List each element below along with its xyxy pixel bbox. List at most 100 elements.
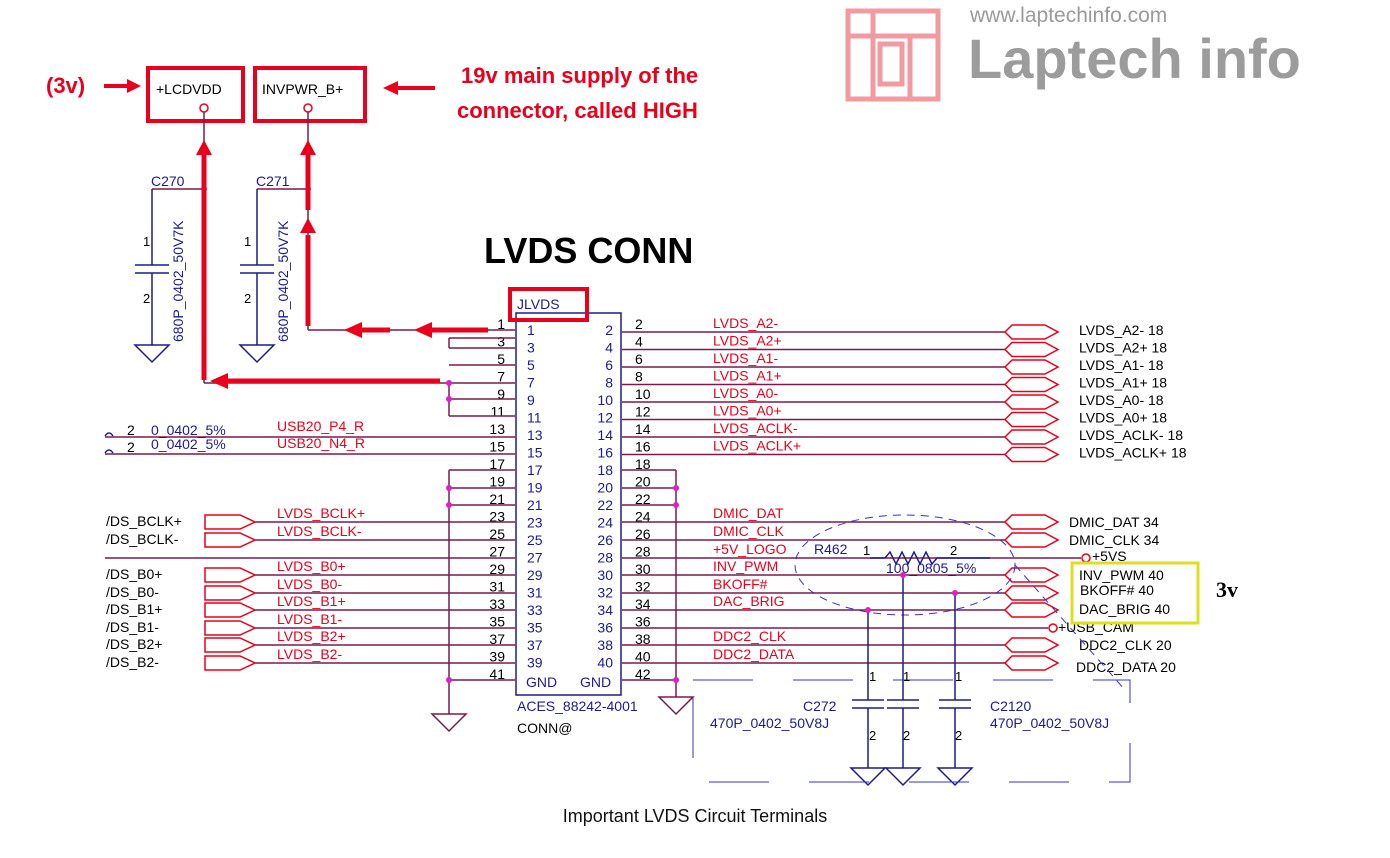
offpage-lvds_a1-: LVDS_A1- 18	[1079, 357, 1164, 373]
net-lvds_b1-: LVDS_B1-	[277, 611, 342, 627]
offpage-lvds_a2+: LVDS_A2+ 18	[1079, 340, 1167, 356]
net-lvds_bclk-: LVDS_BCLK-	[277, 523, 362, 539]
pin-inner-left-1: 1	[527, 322, 535, 338]
pin-inner-left-39: 39	[527, 655, 543, 671]
pin-inner-left-37: 37	[527, 637, 543, 653]
offpage-flag-icon	[1003, 359, 1060, 375]
usb-p4-net: USB20_P4_R	[277, 418, 364, 434]
net-bkoff: BKOFF#	[713, 576, 768, 592]
pin-outer-right-30: 30	[635, 561, 651, 577]
r462-ref: R462	[814, 541, 848, 557]
pin-inner-left-11: 11	[527, 410, 542, 426]
schematic-title: LVDS CONN	[484, 230, 693, 271]
net-lvds_b1+: LVDS_B1+	[277, 593, 346, 609]
p5vs-label: +5VS	[1092, 548, 1127, 564]
net-lvds_b0-: LVDS_B0-	[277, 576, 342, 592]
usb-p4-trace	[104, 432, 515, 438]
pin-outer-left-5: 5	[497, 351, 505, 367]
offpage-lvds_a0-: LVDS_A0- 18	[1079, 392, 1164, 408]
pin-outer-left-35: 35	[489, 614, 505, 630]
net-lvds_a1-: LVDS_A1-	[713, 350, 778, 366]
pin-outer-right-38: 38	[635, 631, 651, 647]
net-dmic-dat: DMIC_DAT	[713, 505, 784, 521]
pin-inner-right-2: 2	[605, 322, 613, 338]
invpwr-label: INVPWR_B+	[262, 81, 343, 97]
pin-outer-right-36: 36	[635, 614, 651, 630]
pin-outer-left-13: 13	[489, 421, 505, 437]
offpage-lvds_aclk+: LVDS_ACLK+ 18	[1079, 445, 1187, 461]
offpage-lvds_a0+: LVDS_A0+ 18	[1079, 410, 1167, 426]
pin-outer-left-21: 21	[489, 491, 505, 507]
pin-inner-right-4: 4	[605, 340, 613, 356]
connector-part: ACES_88242-4001	[517, 698, 638, 714]
pin-inner-right-16: 16	[597, 445, 613, 461]
offpage-lvds_a1+: LVDS_A1+ 18	[1079, 375, 1167, 391]
pin-outer-right-20: 20	[635, 474, 651, 490]
pin-inner-left-23: 23	[527, 515, 543, 531]
offpage-left-4: /DS_B1+	[106, 601, 162, 617]
net-dac-brig: DAC_BRIG	[713, 593, 785, 609]
figure-caption: Important LVDS Circuit Terminals	[562, 806, 828, 826]
offpage-bkoff: BKOFF# 40	[1080, 582, 1154, 598]
net-ddc2-data: DDC2_DATA	[713, 646, 795, 662]
offpage-flag-icon	[204, 585, 257, 601]
pin-outer-right-2: 2	[635, 316, 643, 332]
pin-inner-right-34: 34	[597, 602, 613, 618]
r462-value: 100_0805_5%	[886, 560, 976, 576]
offpage-left-2: /DS_B0+	[106, 566, 162, 582]
pin-outer-left-39: 39	[489, 649, 505, 665]
pin-outer-left-41: 41	[489, 666, 505, 682]
pin-inner-right-24: 24	[597, 515, 613, 531]
net-5v-logo: +5V_LOGO	[713, 541, 787, 557]
pin-outer-right-10: 10	[635, 386, 651, 402]
connector-gnd-right: GND	[580, 674, 611, 690]
usb-n4-trace	[104, 449, 515, 455]
usb-cam-terminal-icon	[1048, 623, 1058, 633]
watermark: www.laptechinfo.com Laptech info	[845, 4, 1301, 102]
lcdvdd-label: +LCDVDD	[156, 81, 222, 97]
offpage-lvds_a2-: LVDS_A2- 18	[1079, 322, 1164, 338]
pin-inner-left-15: 15	[527, 445, 543, 461]
c272-value: 470P_0402_50V8J	[710, 715, 829, 731]
usb-p4-pin: 2	[127, 422, 135, 438]
pin-inner-left-27: 27	[527, 550, 543, 566]
net-lvds_a2+: LVDS_A2+	[713, 333, 782, 349]
invpwr-net: INVPWR_B+	[253, 66, 367, 123]
pin-outer-right-12: 12	[635, 404, 651, 420]
backlight-signals-highlight	[1070, 561, 1200, 625]
lcdvdd-voltage-note: (3v)	[46, 73, 85, 98]
invpwr-note-line1: 19v main supply of the	[461, 63, 698, 88]
pin-inner-right-32: 32	[597, 585, 613, 601]
c2120-pin1: 1	[955, 669, 962, 684]
offpage-flag-icon	[1003, 394, 1060, 410]
pin-inner-right-28: 28	[597, 550, 613, 566]
pin-inner-left-9: 9	[527, 392, 535, 408]
c271-value: 680P_0402_50V7K	[275, 220, 291, 342]
net-inv-pwm: INV_PWM	[713, 558, 778, 574]
offpage-left-3: /DS_B0-	[106, 584, 159, 600]
pin-outer-right-34: 34	[635, 596, 651, 612]
offpage-flag-icon	[1003, 429, 1060, 445]
pin-outer-left-37: 37	[489, 631, 505, 647]
offpage-flag-icon	[204, 637, 257, 653]
pin-inner-left-35: 35	[527, 620, 543, 636]
c271-ref: C271	[256, 173, 290, 189]
pin-inner-left-3: 3	[527, 340, 535, 356]
net-dmic-clk: DMIC_CLK	[713, 523, 784, 539]
pin-outer-left-27: 27	[489, 544, 505, 560]
pin-outer-left-9: 9	[497, 386, 505, 402]
offpage-dac-brig: DAC_BRIG 40	[1079, 601, 1170, 617]
pin-inner-right-30: 30	[597, 567, 613, 583]
invpwr-arrow-icon	[383, 81, 435, 95]
supply-path-arrows	[201, 152, 488, 384]
pin-outer-right-26: 26	[635, 526, 651, 542]
pin-outer-left-19: 19	[489, 474, 505, 490]
lcdvdd-net: +LCDVDD	[146, 66, 245, 123]
usb-n4-net: USB20_N4_R	[277, 435, 365, 451]
cap-dashed-frame	[692, 679, 1131, 783]
pin-outer-right-16: 16	[635, 439, 651, 455]
offpage-flag-icon	[1003, 446, 1060, 463]
c2120-value: 470P_0402_50V8J	[990, 715, 1109, 731]
c2120-pin2: 2	[955, 728, 962, 743]
